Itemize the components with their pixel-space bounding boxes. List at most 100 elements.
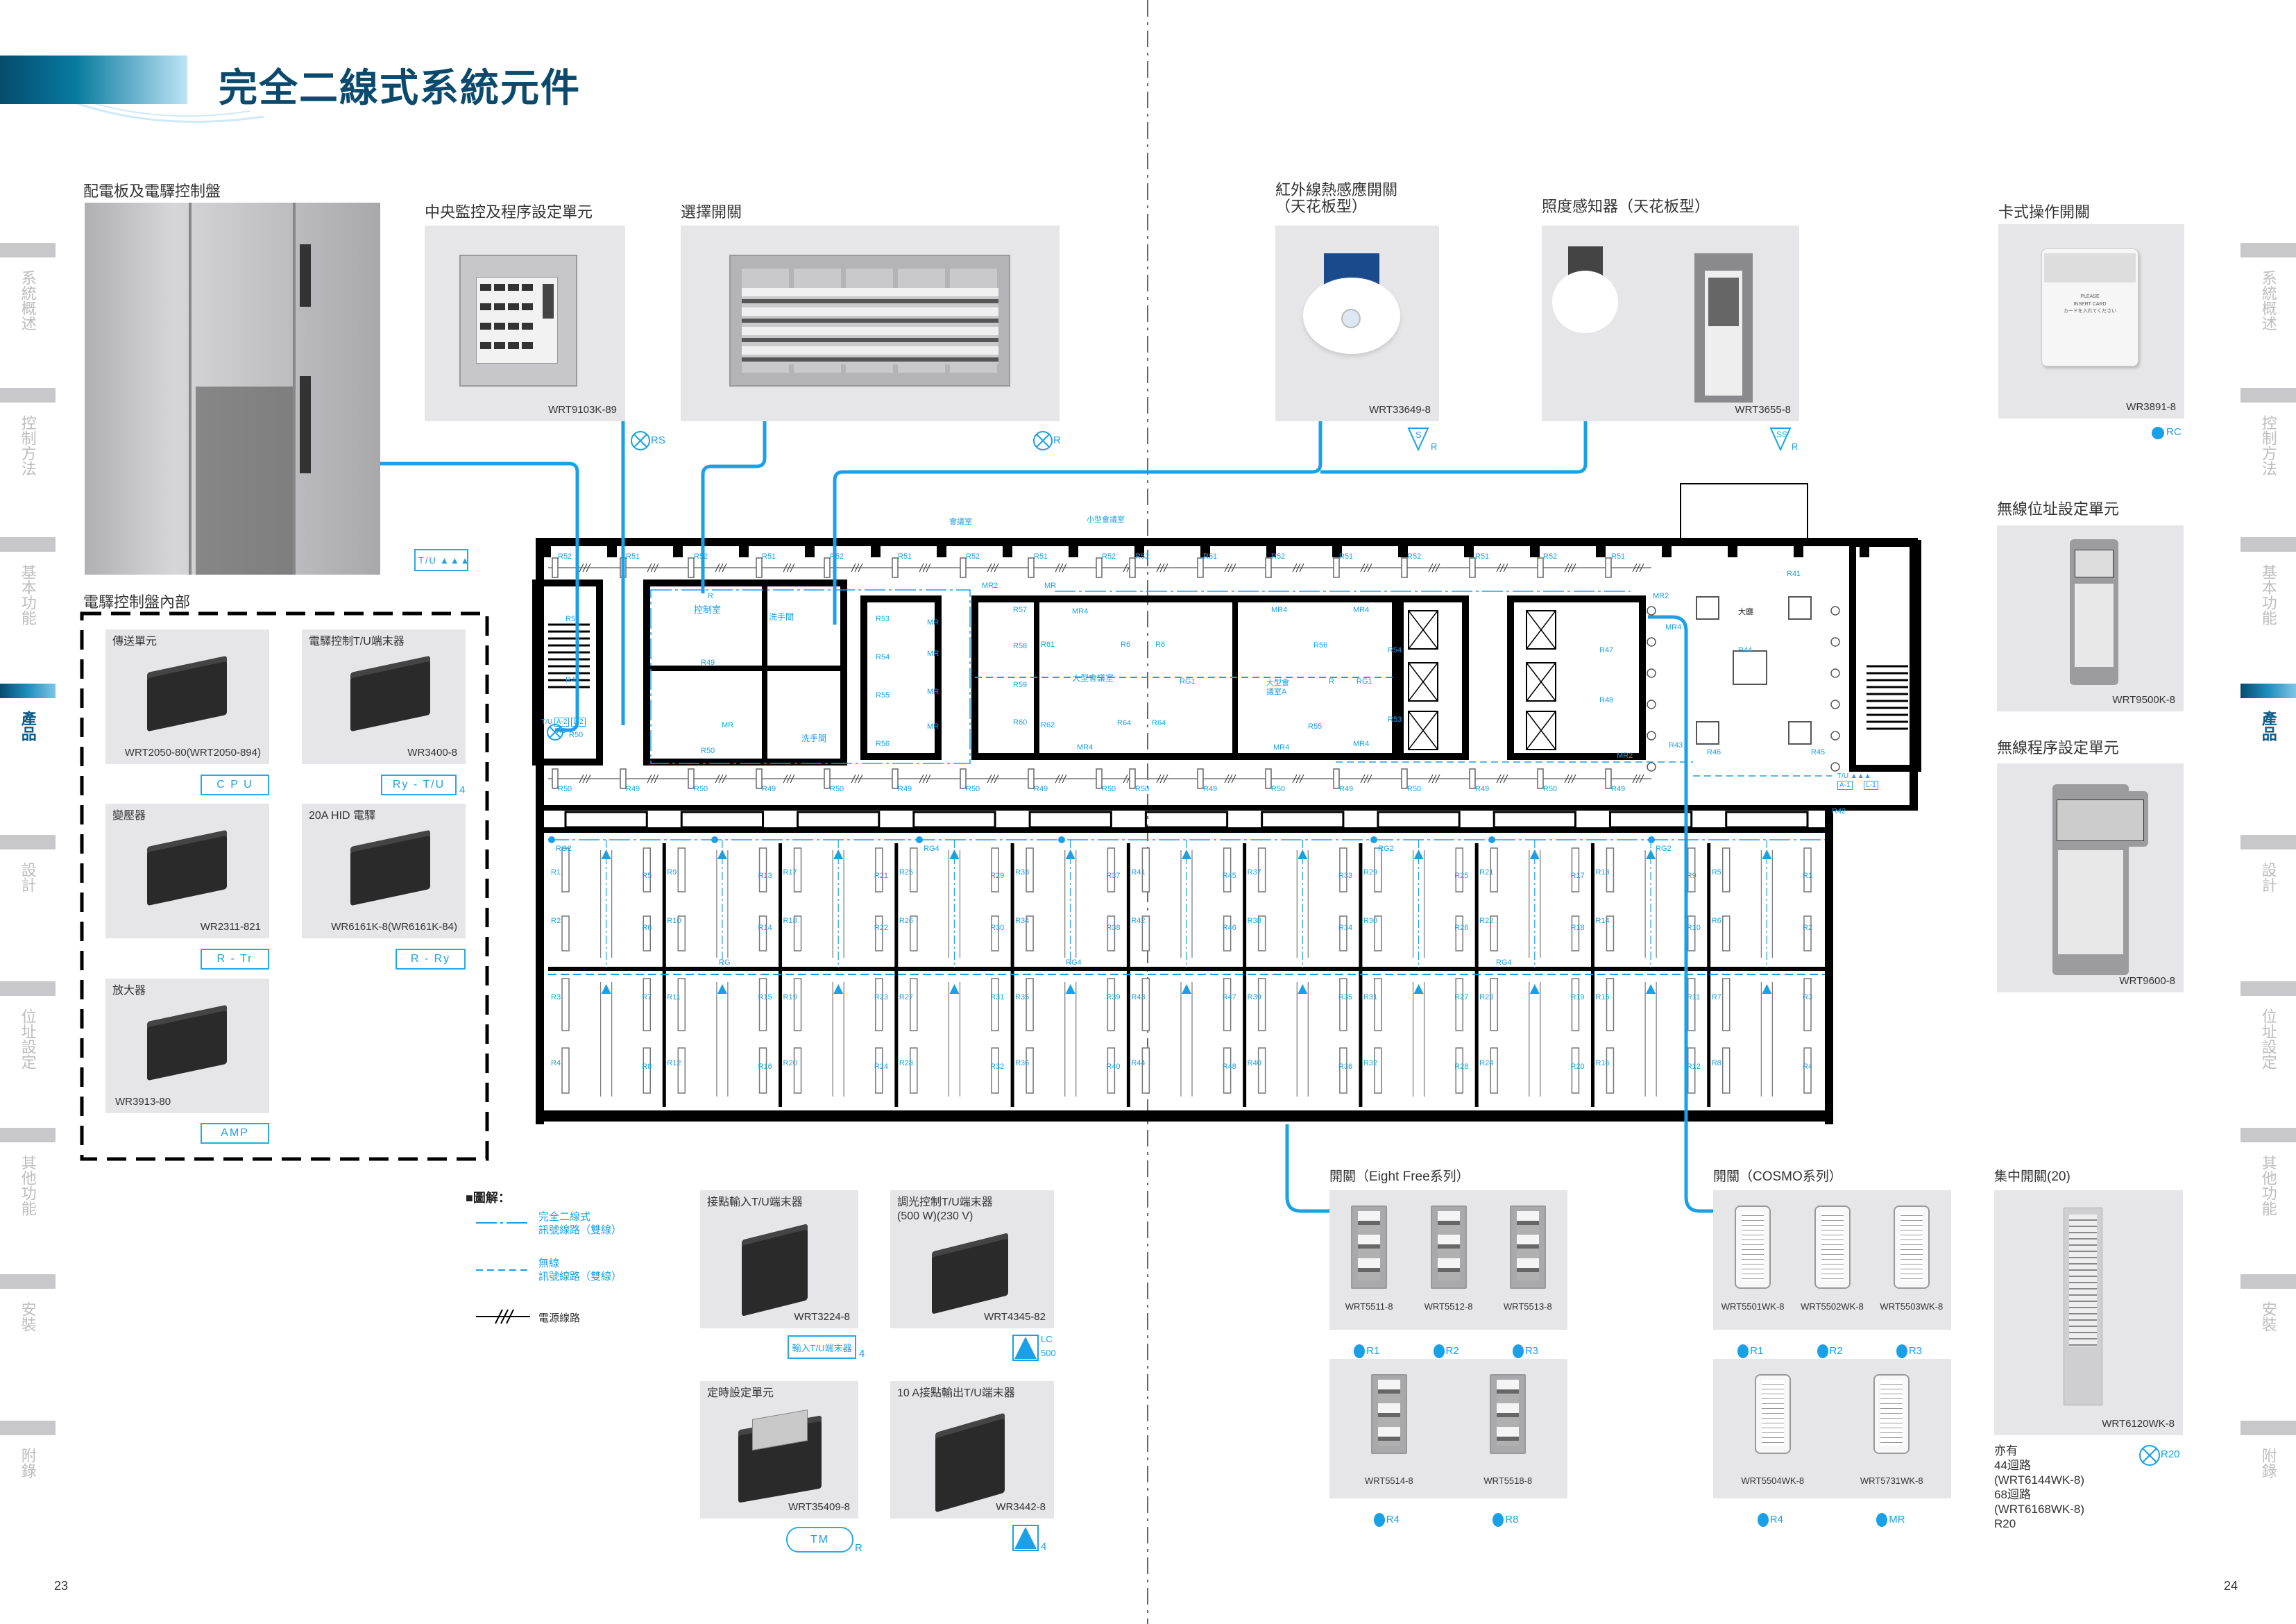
plan-label: R6 bbox=[1712, 917, 1721, 925]
room-terminal-icon bbox=[1182, 849, 1191, 994]
central-model: WRT9103K-89 bbox=[548, 404, 617, 416]
side-tab-2[interactable]: 控制方法 bbox=[2240, 388, 2296, 476]
plan-label: R23 bbox=[874, 993, 888, 1001]
central-switch-symbol: R20 bbox=[2161, 1448, 2180, 1460]
side-tab-7[interactable]: 其他功能 bbox=[2240, 1128, 2296, 1216]
tab-bar bbox=[0, 1274, 56, 1289]
room-control: 控制室 bbox=[694, 604, 722, 615]
device-photo bbox=[147, 829, 227, 906]
side-tab-8[interactable]: 安裝 bbox=[0, 1274, 56, 1332]
side-tab-7[interactable]: 其他功能 bbox=[0, 1128, 56, 1216]
side-tab-1[interactable]: 系統概述 bbox=[2240, 243, 2296, 331]
side-tab-5[interactable]: 設計 bbox=[0, 835, 56, 893]
plan-label: R58 bbox=[1013, 642, 1027, 650]
relay-item-tag: AMP bbox=[201, 1123, 269, 1144]
plan-label: R47 bbox=[1599, 646, 1613, 654]
switch-tag-text: R3 bbox=[1524, 1344, 1539, 1357]
relay-item-name: 放大器 bbox=[112, 985, 146, 997]
switch-tag: R1 bbox=[1737, 1344, 1763, 1358]
plan-label: R32 bbox=[990, 1063, 1004, 1071]
switch-buttons bbox=[1377, 1380, 1400, 1446]
terminal-model: WRT3224-8 bbox=[794, 1311, 850, 1323]
plan-label: R48 bbox=[1599, 696, 1613, 704]
plan-label: R50 bbox=[1102, 785, 1116, 793]
side-tab-6[interactable]: 位址設定 bbox=[0, 981, 56, 1069]
plan-label: R19 bbox=[1570, 993, 1584, 1001]
plan-label: R42 bbox=[1131, 917, 1145, 925]
plan-label: R54 bbox=[876, 653, 890, 661]
plan-label: R45 bbox=[1223, 872, 1236, 880]
plan-label: R3 bbox=[551, 993, 561, 1001]
legend-item-power: 電源線路 bbox=[538, 1312, 581, 1324]
side-tab-9[interactable]: 附錄 bbox=[2240, 1421, 2296, 1478]
room-terminal-icon bbox=[1762, 849, 1772, 994]
light-fixture bbox=[756, 768, 763, 789]
side-tab-3[interactable]: 基本功能 bbox=[0, 537, 56, 625]
tu-l-text: L-2 bbox=[571, 718, 586, 727]
plan-label: RG1 bbox=[1180, 677, 1196, 686]
panel-tu-badge: T/U▲▲▲ bbox=[414, 549, 470, 571]
plan-label: R50 bbox=[1407, 785, 1421, 793]
plan-label: R59 bbox=[1013, 681, 1027, 689]
side-tab-6[interactable]: 位址設定 bbox=[2240, 981, 2296, 1069]
plan-label: R35 bbox=[1015, 993, 1029, 1001]
plan-label: RG4 bbox=[1496, 958, 1512, 967]
side-tab-2[interactable]: 控制方法 bbox=[0, 388, 56, 476]
side-tab-4[interactable]: 產品 bbox=[2240, 684, 2296, 741]
plan-label: R4 bbox=[1803, 1063, 1812, 1071]
elevator-car bbox=[1526, 711, 1556, 750]
plan-label: R64 bbox=[1117, 719, 1131, 727]
stair-right bbox=[1849, 540, 1921, 772]
tab-bar bbox=[2240, 1274, 2296, 1289]
plan-label: R2 bbox=[1803, 924, 1812, 932]
plan-label: R52 bbox=[1543, 552, 1557, 561]
side-tab-9[interactable]: 附錄 bbox=[0, 1421, 56, 1478]
legend-text: 訊號線路（雙線） bbox=[538, 1224, 622, 1236]
relay-item-model: WR3400-8 bbox=[407, 747, 457, 759]
plan-label: R31 bbox=[990, 993, 1004, 1001]
room-terminal-icon bbox=[601, 849, 611, 994]
terminal-name: 調光控制T/U端末器 bbox=[897, 1196, 993, 1208]
side-tab-8[interactable]: 安裝 bbox=[2240, 1274, 2296, 1332]
selector-photo bbox=[681, 226, 1060, 421]
side-tab-1[interactable]: 系統概述 bbox=[0, 243, 56, 331]
switch-dot-icon bbox=[1512, 1344, 1524, 1358]
elevator-block-2 bbox=[1507, 595, 1646, 760]
switch-tag: R4 bbox=[1373, 1513, 1400, 1527]
light-fixture bbox=[688, 768, 695, 789]
wall-left bbox=[536, 538, 544, 1124]
device-photo bbox=[147, 1004, 227, 1081]
group-node-icon bbox=[1648, 836, 1655, 843]
switch-tag-text: R1 bbox=[1750, 1344, 1764, 1357]
plan-label: R10 bbox=[667, 917, 681, 925]
side-tab-5[interactable]: 設計 bbox=[2240, 835, 2296, 893]
tab-label: 附錄 bbox=[19, 1448, 37, 1478]
plan-label: R17 bbox=[1570, 872, 1584, 880]
light-fixture bbox=[552, 768, 559, 789]
switch-dot-icon bbox=[1876, 1513, 1888, 1527]
relay-item-model: WRT2050-80(WRT2050-894) bbox=[124, 747, 261, 759]
plan-label: R52 bbox=[694, 552, 708, 561]
relay-panel-label: 電驛控制盤內部 bbox=[83, 593, 191, 611]
plan-label: R13 bbox=[758, 872, 772, 880]
plan-label: R1 bbox=[551, 868, 561, 877]
side-tab-4[interactable]: 產品 bbox=[0, 684, 56, 741]
plan-label: R39 bbox=[1248, 993, 1261, 1001]
device-photo bbox=[147, 655, 227, 732]
switch-model: WRT5511-8 bbox=[1345, 1301, 1393, 1312]
central-symbol: RS bbox=[651, 434, 665, 446]
light-fixture bbox=[1096, 768, 1103, 789]
room-small-meeting: 小型會議室 bbox=[1087, 516, 1125, 524]
plan-label: R43 bbox=[1669, 741, 1683, 750]
switch-tag: R8 bbox=[1493, 1513, 1518, 1527]
room-terminal-icon bbox=[1413, 849, 1424, 994]
side-tab-3[interactable]: 基本功能 bbox=[2240, 537, 2296, 625]
plan-label: R49 bbox=[762, 785, 776, 793]
room-terminal-icon bbox=[833, 849, 844, 994]
plan-label: R15 bbox=[1595, 993, 1609, 1001]
meeting-room bbox=[860, 595, 942, 760]
switch-dot-icon bbox=[1896, 1344, 1907, 1358]
lux-symbol-sub: R bbox=[1792, 441, 1798, 452]
